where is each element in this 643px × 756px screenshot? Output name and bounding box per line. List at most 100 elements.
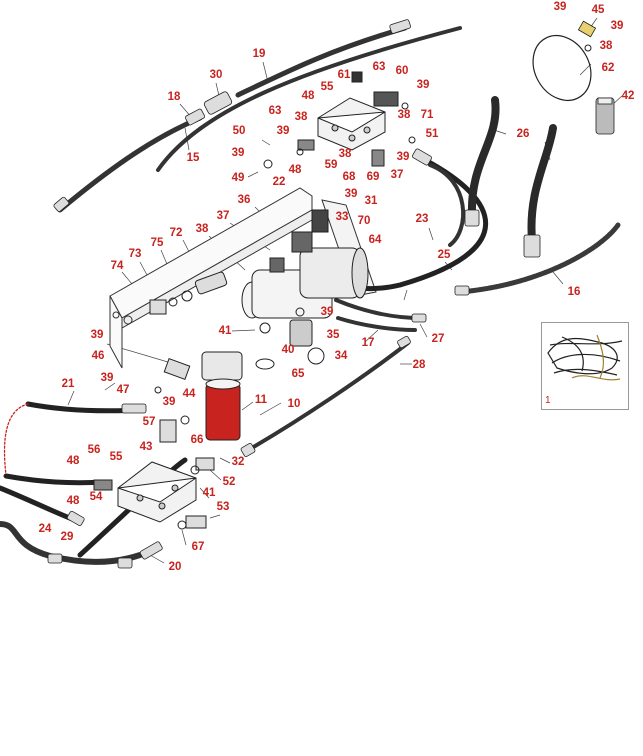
callout-41: 41 bbox=[218, 325, 232, 337]
callout-47: 47 bbox=[116, 384, 130, 396]
callout-39: 39 bbox=[100, 372, 114, 384]
callout-39: 39 bbox=[320, 306, 334, 318]
callout-71: 71 bbox=[420, 109, 434, 121]
o-rings bbox=[154, 44, 592, 530]
callout-49: 49 bbox=[231, 172, 245, 184]
hose-27 bbox=[336, 316, 417, 332]
lower-valve-block bbox=[93, 419, 215, 529]
callout-61: 61 bbox=[337, 69, 351, 81]
callout-34: 34 bbox=[334, 350, 348, 362]
callout-73: 73 bbox=[128, 248, 142, 260]
callout-27: 27 bbox=[431, 333, 445, 345]
callout-36: 36 bbox=[237, 194, 251, 206]
callout-28: 28 bbox=[412, 359, 426, 371]
callout-39: 39 bbox=[416, 79, 430, 91]
callout-30: 30 bbox=[209, 69, 223, 81]
hose-15 bbox=[156, 26, 462, 172]
callout-39: 39 bbox=[276, 125, 290, 137]
callout-26: 26 bbox=[516, 128, 530, 140]
callout-25: 25 bbox=[437, 249, 451, 261]
callout-38: 38 bbox=[599, 40, 613, 52]
callout-62: 62 bbox=[601, 62, 615, 74]
hose-21-dashed bbox=[3, 403, 29, 476]
callout-39: 39 bbox=[396, 151, 410, 163]
callout-70: 70 bbox=[357, 215, 371, 227]
callout-35: 35 bbox=[326, 329, 340, 341]
callout-52: 52 bbox=[222, 476, 236, 488]
hydraulic-pump bbox=[149, 209, 369, 319]
callout-39: 39 bbox=[344, 188, 358, 200]
hose-28 bbox=[243, 341, 410, 454]
callout-37: 37 bbox=[216, 210, 230, 222]
callout-45: 45 bbox=[591, 4, 605, 16]
callout-53: 53 bbox=[216, 501, 230, 513]
hose-19 bbox=[235, 25, 408, 98]
hose-kit-inset: 1 bbox=[541, 322, 629, 410]
callout-59: 59 bbox=[324, 159, 338, 171]
callout-66: 66 bbox=[190, 434, 204, 446]
callout-39: 39 bbox=[162, 396, 176, 408]
callout-48: 48 bbox=[301, 90, 315, 102]
callout-50: 50 bbox=[232, 125, 246, 137]
callout-64: 64 bbox=[368, 234, 382, 246]
callout-54: 54 bbox=[89, 491, 103, 503]
callout-65: 65 bbox=[291, 368, 305, 380]
callout-68: 68 bbox=[342, 171, 356, 183]
callout-42: 42 bbox=[621, 90, 635, 102]
callout-69: 69 bbox=[366, 171, 380, 183]
callout-23: 23 bbox=[415, 213, 429, 225]
callout-74: 74 bbox=[110, 260, 124, 272]
callout-38: 38 bbox=[294, 111, 308, 123]
hose-16 bbox=[457, 222, 621, 295]
callout-43: 43 bbox=[139, 441, 153, 453]
callout-24: 24 bbox=[38, 523, 52, 535]
callout-40: 40 bbox=[281, 344, 295, 356]
callout-44: 44 bbox=[182, 388, 196, 400]
hose-26b bbox=[527, 124, 557, 244]
callout-20: 20 bbox=[168, 561, 182, 573]
callout-21: 21 bbox=[61, 378, 75, 390]
callout-46: 46 bbox=[91, 350, 105, 362]
callout-67: 67 bbox=[191, 541, 205, 553]
hose-48 bbox=[3, 473, 108, 486]
callout-22: 22 bbox=[272, 176, 286, 188]
callout-11: 11 bbox=[254, 394, 268, 406]
callout-33: 33 bbox=[335, 211, 349, 223]
callout-31: 31 bbox=[364, 195, 378, 207]
callout-41: 41 bbox=[202, 487, 216, 499]
callout-55: 55 bbox=[320, 81, 334, 93]
hose-17 bbox=[334, 298, 422, 320]
upper-valve-block bbox=[297, 71, 399, 167]
callout-10: 10 bbox=[287, 398, 301, 410]
callout-29: 29 bbox=[60, 531, 74, 543]
oil-filter bbox=[163, 319, 325, 441]
callout-17: 17 bbox=[361, 337, 375, 349]
callout-60: 60 bbox=[395, 65, 409, 77]
callout-75: 75 bbox=[150, 237, 164, 249]
hose-26a bbox=[467, 96, 500, 219]
callout-72: 72 bbox=[169, 227, 183, 239]
inset-label: 1 bbox=[545, 395, 551, 406]
fittings bbox=[47, 19, 615, 569]
callout-63: 63 bbox=[268, 105, 282, 117]
callout-56: 56 bbox=[87, 444, 101, 456]
hose-kit-icon bbox=[547, 334, 623, 381]
callout-38: 38 bbox=[195, 223, 209, 235]
callout-63: 63 bbox=[372, 61, 386, 73]
callout-15: 15 bbox=[186, 152, 200, 164]
callout-18: 18 bbox=[167, 91, 181, 103]
callout-39: 39 bbox=[90, 329, 104, 341]
callout-37: 37 bbox=[390, 169, 404, 181]
callout-39: 39 bbox=[231, 147, 245, 159]
callout-51: 51 bbox=[425, 128, 439, 140]
callout-48: 48 bbox=[66, 455, 80, 467]
callout-19: 19 bbox=[252, 48, 266, 60]
callout-55: 55 bbox=[109, 451, 123, 463]
callout-16: 16 bbox=[567, 286, 581, 298]
hose-18 bbox=[57, 115, 203, 213]
callout-32: 32 bbox=[231, 456, 245, 468]
callout-48: 48 bbox=[66, 495, 80, 507]
callout-48: 48 bbox=[288, 164, 302, 176]
callout-38: 38 bbox=[397, 109, 411, 121]
